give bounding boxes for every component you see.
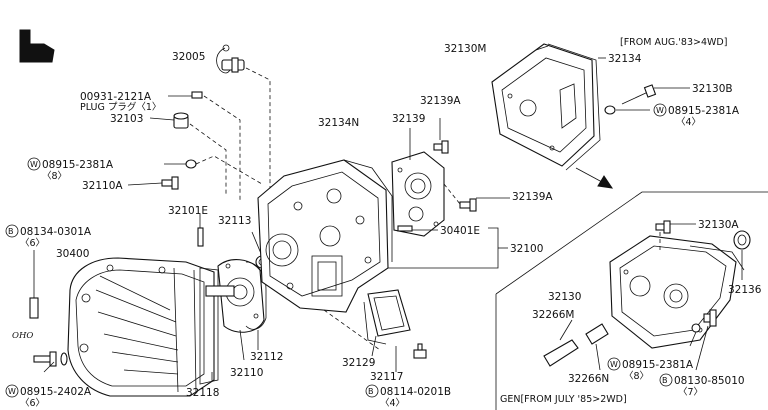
label-qty-4-b: 〈4〉 bbox=[676, 117, 701, 128]
switch-32005-part[interactable] bbox=[216, 44, 245, 74]
bolt-08134-part[interactable] bbox=[29, 250, 39, 319]
washer-4wd-part[interactable] bbox=[604, 105, 616, 115]
label-32130B[interactable]: 32130B bbox=[692, 83, 733, 95]
washer-part[interactable] bbox=[185, 159, 197, 169]
label-32005[interactable]: 32005 bbox=[172, 51, 205, 63]
label-30401E[interactable]: 30401E bbox=[440, 225, 480, 237]
bolt-32130B-part[interactable] bbox=[621, 84, 657, 105]
retainer-32110-part[interactable] bbox=[205, 259, 265, 333]
sleeve-32266M-part[interactable] bbox=[543, 339, 579, 367]
label-qty-8-b: 〈8〉 bbox=[624, 371, 649, 382]
washer-marker-icon: W bbox=[5, 384, 19, 398]
washer-marker-icon: W bbox=[27, 157, 41, 171]
label-08915-2381A-8[interactable]: 08915-2381A bbox=[42, 159, 114, 171]
gasket-32134-part[interactable] bbox=[547, 43, 601, 171]
label-32117[interactable]: 32117 bbox=[370, 371, 403, 383]
direction-arrow-icon bbox=[575, 167, 614, 189]
label-oho: OHO bbox=[12, 331, 33, 341]
gasket-32139-part[interactable] bbox=[391, 151, 445, 237]
label-00931-2121A[interactable]: 00931-2121A bbox=[80, 91, 152, 103]
label-32139[interactable]: 32139 bbox=[392, 113, 425, 125]
svg-text:B: B bbox=[662, 376, 668, 385]
cover-32129-part[interactable] bbox=[363, 289, 411, 345]
label-gen-from-july-85: GEN[FROM JULY '85>2WD] bbox=[500, 394, 627, 405]
label-32134N[interactable]: 32134N bbox=[318, 117, 359, 129]
label-qty-4-a: 〈4〉 bbox=[380, 398, 405, 409]
seal-32136-part[interactable] bbox=[733, 230, 751, 250]
label-08114-0201B[interactable]: 08114-0201B bbox=[380, 386, 451, 398]
label-32139A-mid[interactable]: 32139A bbox=[512, 191, 553, 203]
adapter-housing-32130M-part[interactable] bbox=[491, 43, 595, 167]
section-marker-icon bbox=[19, 29, 55, 63]
bolt-lower-left-part[interactable] bbox=[33, 351, 68, 367]
svg-text:B: B bbox=[8, 227, 14, 236]
adapter-housing-32130-part[interactable] bbox=[609, 235, 745, 349]
bolt-32139A-mid-part[interactable] bbox=[459, 198, 477, 212]
sleeve-32103-part[interactable] bbox=[173, 112, 189, 129]
sleeve-32266N-part[interactable] bbox=[585, 323, 609, 345]
bolt-marker-icon: B bbox=[659, 373, 673, 387]
bolt-32130A-part[interactable] bbox=[655, 220, 671, 234]
label-32129[interactable]: 32129 bbox=[342, 357, 375, 369]
bolt-marker-icon: B bbox=[5, 224, 19, 238]
svg-text:W: W bbox=[610, 360, 618, 369]
label-08134-0301A[interactable]: 08134-0301A bbox=[20, 226, 92, 238]
label-32103[interactable]: 32103 bbox=[110, 113, 143, 125]
label-32134[interactable]: 32134 bbox=[608, 53, 642, 65]
washer-marker-icon: W bbox=[607, 357, 621, 371]
washer-2wd-part[interactable] bbox=[691, 323, 701, 333]
label-32113[interactable]: 32113 bbox=[218, 215, 251, 227]
label-32130M[interactable]: 32130M bbox=[444, 43, 486, 55]
label-qty-6-a: 〈6〉 bbox=[20, 238, 45, 249]
label-32112[interactable]: 32112 bbox=[250, 351, 283, 363]
label-plug: PLUG プラグ〈1〉 bbox=[80, 101, 161, 113]
label-qty-6-b: 〈6〉 bbox=[20, 398, 45, 409]
bolt-32110A-part[interactable] bbox=[161, 176, 179, 190]
label-32136[interactable]: 32136 bbox=[728, 284, 762, 296]
plug-part[interactable] bbox=[191, 91, 203, 99]
label-08915-2381A-8-b[interactable]: 08915-2381A bbox=[622, 359, 694, 371]
label-qty-8-a: 〈8〉 bbox=[42, 171, 67, 182]
label-08130-85010[interactable]: 08130-85010 bbox=[674, 375, 745, 387]
gasket-32118-part[interactable] bbox=[199, 267, 219, 385]
svg-text:W: W bbox=[8, 387, 16, 396]
bolt-08114-part[interactable] bbox=[413, 343, 427, 359]
pin-32101E-part[interactable] bbox=[197, 227, 204, 247]
label-qty-7: 〈7〉 bbox=[678, 387, 703, 398]
label-30400[interactable]: 30400 bbox=[56, 248, 89, 260]
bolt-32139A-top-part[interactable] bbox=[433, 140, 449, 154]
label-32266N[interactable]: 32266N bbox=[568, 373, 609, 385]
label-32110A[interactable]: 32110A bbox=[82, 180, 123, 192]
label-32139A-top[interactable]: 32139A bbox=[420, 95, 461, 107]
label-08915-2381A-4[interactable]: 08915-2381A bbox=[668, 105, 740, 117]
label-32130[interactable]: 32130 bbox=[548, 291, 581, 303]
svg-text:B: B bbox=[368, 387, 374, 396]
bolt-marker-icon: B bbox=[365, 384, 379, 398]
transmission-case-32134N-part[interactable] bbox=[257, 159, 393, 313]
label-32130A[interactable]: 32130A bbox=[698, 219, 739, 231]
label-08915-2402A[interactable]: 08915-2402A bbox=[20, 386, 92, 398]
washer-marker-icon: W bbox=[653, 103, 667, 117]
label-32110[interactable]: 32110 bbox=[230, 367, 263, 379]
pin-30401E-part[interactable] bbox=[397, 225, 413, 232]
svg-text:W: W bbox=[30, 160, 38, 169]
label-32101E[interactable]: 32101E bbox=[168, 205, 208, 217]
label-from-aug-83: [FROM AUG.'83>4WD] bbox=[620, 37, 727, 48]
gasket-32112-part[interactable] bbox=[245, 261, 267, 330]
svg-text:W: W bbox=[656, 106, 664, 115]
label-32118[interactable]: 32118 bbox=[186, 387, 219, 399]
bell-housing-30400-part[interactable] bbox=[67, 257, 215, 397]
bolt-08130-part[interactable] bbox=[703, 309, 717, 327]
label-32100[interactable]: 32100 bbox=[510, 243, 543, 255]
label-32266M[interactable]: 32266M bbox=[532, 309, 574, 321]
